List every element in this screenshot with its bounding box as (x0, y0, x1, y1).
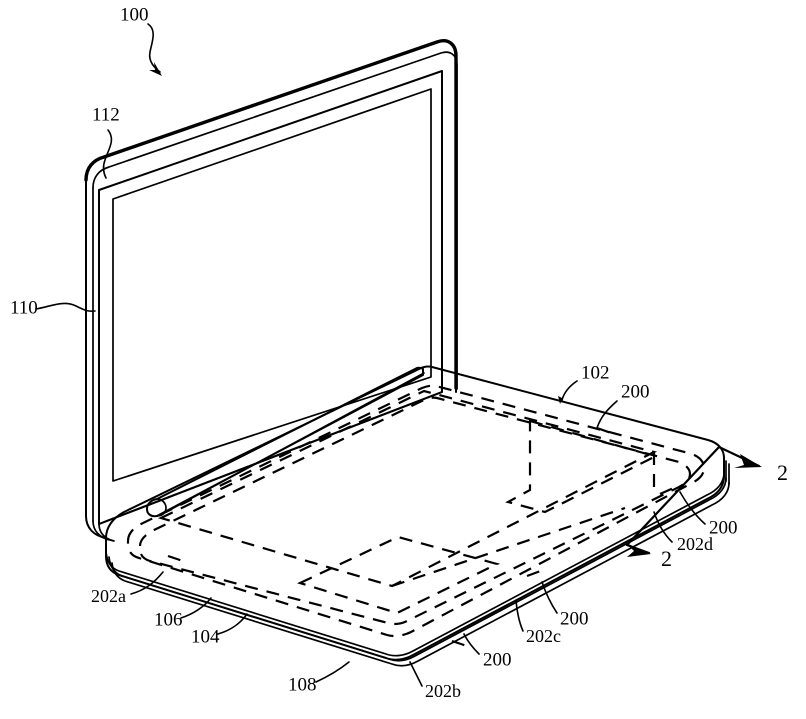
ref-label-100: 100 (120, 4, 149, 25)
ref-label-102: 102 (581, 362, 610, 383)
dashed-tick-left (167, 554, 187, 564)
dashed-trackpad-region (296, 535, 501, 615)
leader-100 (147, 23, 161, 73)
base-thickness-line-3 (111, 482, 730, 667)
reference-numeral-labels: 100 112 110 102 200 200 202d 200 202c 20… (10, 4, 738, 701)
ref-label-202c: 202c (526, 626, 561, 646)
leader-202b (409, 661, 423, 687)
ref-label-200-right: 200 (709, 517, 738, 538)
dashed-inner-perimeter (138, 396, 692, 626)
ref-label-202d: 202d (677, 534, 713, 554)
leader-106 (180, 597, 212, 619)
leader-104 (217, 613, 248, 635)
ref-label-200-lowerright: 200 (560, 608, 589, 629)
section-line-2-2-group (625, 445, 762, 557)
dashed-outer-perimeter (126, 384, 706, 638)
leader-200-right (679, 491, 706, 525)
ref-label-110: 110 (10, 297, 38, 318)
display-screen-fill (113, 89, 431, 481)
lid-bottom-left-corner-third (98, 523, 115, 542)
ref-label-106: 106 (154, 609, 183, 630)
leader-102 (561, 380, 578, 401)
ref-label-112: 112 (92, 104, 120, 125)
section-arrowhead-left (626, 543, 651, 557)
dashed-tick-right-upper (659, 485, 677, 496)
leader-110 (35, 302, 96, 313)
dashed-tick-top-right (596, 426, 615, 436)
dashed-tick-right-lower (526, 567, 547, 578)
internal-hidden-structure-group (126, 384, 706, 648)
leader-lines-group (35, 23, 706, 687)
display-lid-group (84, 39, 458, 542)
leader-200-bottom (463, 633, 480, 655)
dashed-lower-boundary (391, 506, 626, 588)
leader-108 (315, 661, 350, 683)
ref-label-200-bottom: 200 (483, 649, 512, 670)
section-label-2-right: 2 (777, 460, 788, 485)
ref-label-108: 108 (288, 674, 317, 695)
base-housing-group (105, 365, 730, 667)
lid-back-thickness-edge (92, 51, 458, 189)
hinge-bar-lower-edge (165, 372, 425, 513)
lid-back-outer-edge (84, 39, 458, 390)
section-label-2-left: 2 (661, 546, 672, 571)
lid-bottom-lip (98, 391, 443, 525)
display-screen-outline (112, 88, 432, 482)
leader-200-topright (596, 400, 618, 429)
leader-202c (515, 599, 524, 632)
dashed-tick-bottom (451, 639, 468, 648)
leader-200-lowerright (541, 581, 558, 614)
ref-label-200-topright: 200 (621, 381, 650, 402)
dashed-right-component-region (505, 419, 656, 514)
leader-100-arrowhead (149, 62, 162, 76)
ref-label-202b: 202b (425, 681, 461, 701)
leader-202d (653, 511, 673, 543)
ref-label-104: 104 (191, 626, 220, 647)
section-arrowhead-right (734, 454, 762, 468)
ref-label-202a: 202a (91, 586, 126, 606)
section-line-2-2 (625, 445, 721, 547)
leader-112 (102, 129, 113, 179)
section-marker-labels: 2 2 (661, 460, 788, 571)
leader-202a (130, 571, 164, 595)
leader-102-arrowhead (558, 392, 566, 404)
